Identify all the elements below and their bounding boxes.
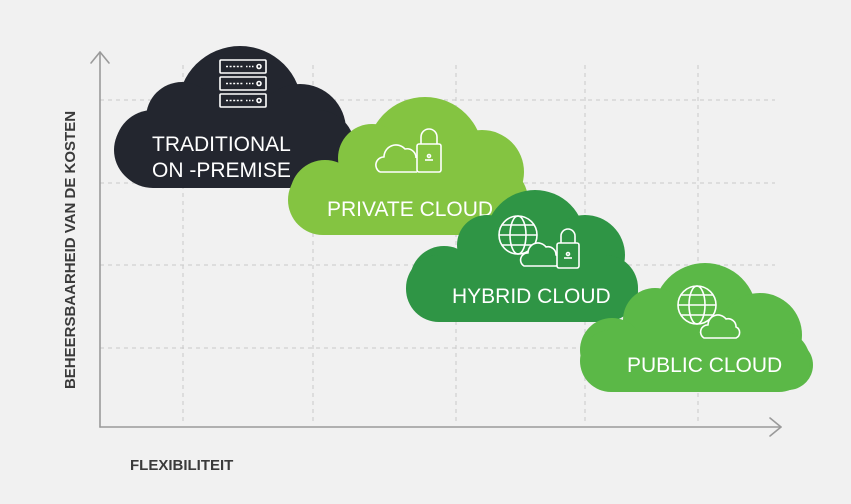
server-rack-icon [219, 59, 267, 108]
cloud-label-line: TRADITIONAL [152, 133, 291, 156]
cloud-shape [406, 190, 638, 322]
cloud-lock-icon [375, 128, 442, 173]
x-axis-arrow-icon [769, 417, 782, 437]
cloud-label-line: PRIVATE CLOUD [327, 198, 493, 221]
cloud-public: PUBLIC CLOUD [580, 263, 813, 392]
cloud-hybrid: HYBRID CLOUD [406, 190, 638, 322]
globe-cloud-lock-icon [498, 215, 580, 269]
y-axis-arrow-icon [90, 51, 110, 64]
x-axis-label: FLEXIBILITEIT [130, 457, 233, 474]
cloud-label-line: PUBLIC CLOUD [627, 354, 782, 377]
axes [90, 51, 782, 437]
cloud-label-line: ON -PREMISE [152, 159, 291, 182]
cloud-shape [580, 263, 813, 392]
globe-cloud-icon [677, 285, 741, 339]
cloud-label-line: HYBRID CLOUD [452, 285, 611, 308]
y-axis-label: BEHEERSBAARHEID VAN DE KOSTEN [62, 111, 79, 389]
